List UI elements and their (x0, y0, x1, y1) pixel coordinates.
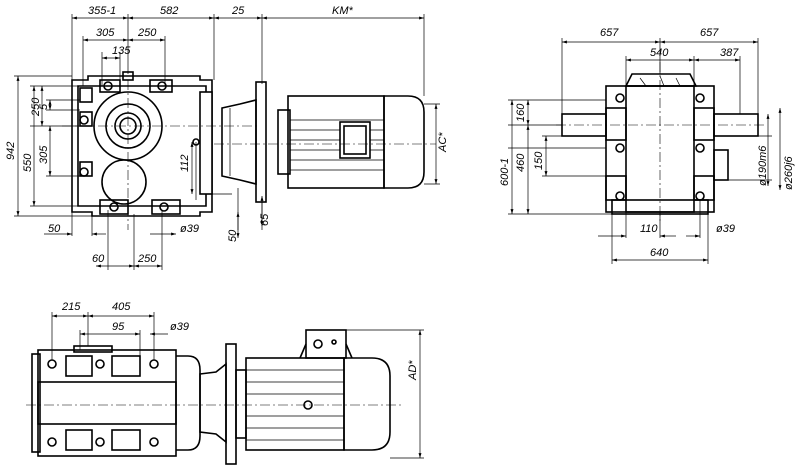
dim-50-bottom: 50 (227, 229, 239, 242)
dim-25: 25 (231, 5, 245, 17)
dim-942: 942 (5, 142, 17, 160)
dim-600: 600-1 (499, 158, 511, 186)
motor (277, 95, 425, 189)
dim-582: 582 (160, 5, 178, 17)
dim-540: 540 (650, 47, 669, 59)
dim-355: 355-1 (88, 5, 116, 17)
dim-50-left: 50 (48, 223, 61, 235)
dim-250-top: 250 (137, 27, 157, 39)
adapter-flange (255, 81, 267, 203)
plan-motor (235, 329, 391, 451)
front-view: 355-1 582 25 KM* 305 250 135 942 550 250… (5, 5, 449, 270)
gearbox-housing (71, 71, 213, 217)
dim-215: 215 (61, 301, 81, 313)
dim-5: 5 (38, 103, 50, 110)
dim-ac: AC* (437, 132, 449, 153)
side-view: 657 657 540 387 600-1 160 460 150 ø190m6… (499, 27, 795, 264)
side-fitting (713, 149, 729, 181)
dim-km: KM* (332, 5, 354, 17)
dim-60: 60 (92, 253, 105, 265)
dim-460: 460 (515, 153, 527, 172)
intermediate-gear (101, 159, 147, 205)
dim-657-left: 657 (600, 27, 619, 39)
dim-657-right: 657 (700, 27, 719, 39)
side-bolt-holes (615, 93, 705, 201)
dim-190: ø190m6 (757, 145, 769, 186)
dim-65: 65 (259, 213, 271, 226)
dim-305-left: 305 (38, 145, 50, 164)
dim-150: 150 (533, 151, 545, 170)
dim-387: 387 (720, 47, 739, 59)
dim-250-bottom: 250 (137, 253, 157, 265)
dim-110: 110 (640, 223, 658, 235)
adapter-cone (221, 98, 257, 186)
dim-39-front: ø39 (180, 223, 199, 235)
dim-550: 550 (22, 153, 34, 172)
plan-bolt-holes (47, 359, 159, 447)
dim-135: 135 (112, 45, 131, 57)
plan-view: 215 405 95 ø39 AD* (26, 301, 424, 465)
mounting-lugs (79, 79, 181, 215)
dim-95: 95 (112, 321, 125, 333)
plan-gearbox (31, 345, 201, 457)
dim-250-left: 250 (30, 97, 42, 117)
plan-adapter (199, 362, 227, 444)
dim-260: ø260j6 (783, 155, 795, 190)
dim-39-plan: ø39 (170, 321, 189, 333)
dim-ad: AD* (407, 360, 419, 381)
dim-640: 640 (650, 247, 669, 259)
dim-160: 160 (515, 103, 527, 122)
dim-39-side: ø39 (716, 223, 735, 235)
plan-adapter-flange (225, 343, 237, 465)
bolt-holes (79, 81, 200, 212)
dim-405: 405 (112, 301, 131, 313)
dim-305-top: 305 (96, 27, 115, 39)
dim-112: 112 (179, 154, 191, 172)
